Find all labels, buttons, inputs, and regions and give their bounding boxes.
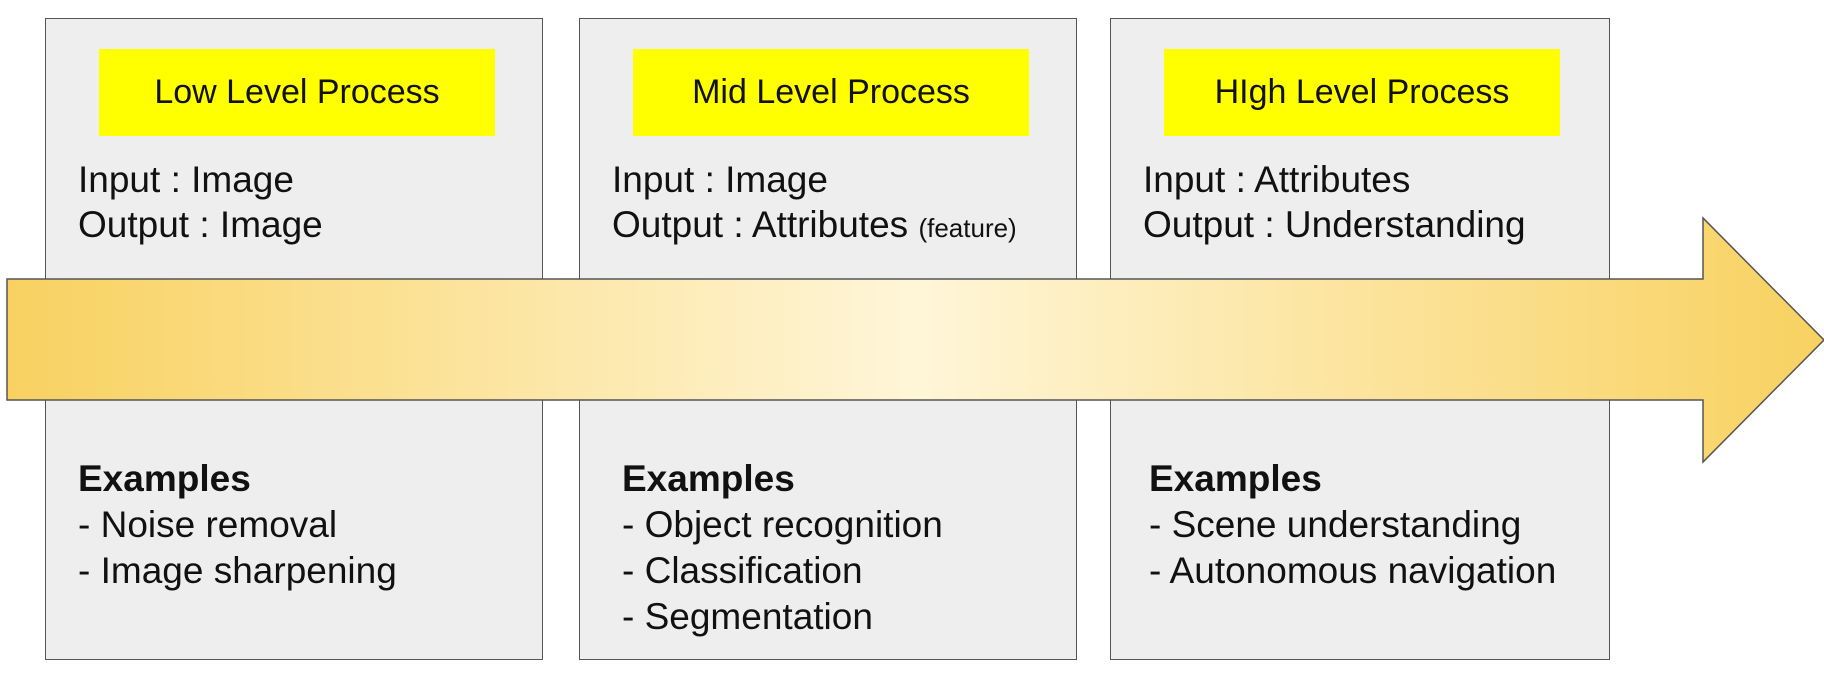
examples-block: Examples - Scene understanding - Autonom… (1149, 456, 1556, 594)
output-label: Output : Attributes (feature) (612, 202, 1017, 251)
input-label: Input : Image (612, 159, 828, 200)
example-item: - Object recognition (622, 504, 943, 545)
example-item: - Scene understanding (1149, 504, 1522, 545)
example-item: - Image sharpening (78, 550, 397, 591)
arrow-shape (6, 216, 1824, 464)
output-label: Output : Image (78, 202, 323, 247)
stage-title: Mid Level Process (633, 49, 1029, 136)
stage-title: HIgh Level Process (1164, 49, 1560, 136)
stage-io: Input : Attributes Output : Understandin… (1143, 157, 1526, 247)
examples-block: Examples - Noise removal - Image sharpen… (78, 456, 397, 594)
input-label: Input : Attributes (1143, 159, 1411, 200)
example-item: - Autonomous navigation (1149, 550, 1557, 591)
example-item: - Classification (622, 550, 863, 591)
stage-io: Input : Image Output : Attributes (featu… (612, 157, 1017, 251)
stage-title: Low Level Process (99, 49, 495, 136)
output-label: Output : Understanding (1143, 202, 1526, 247)
output-text: Output : Understanding (1143, 204, 1526, 245)
examples-block: Examples - Object recognition - Classifi… (622, 456, 943, 640)
example-item: - Noise removal (78, 504, 338, 545)
examples-heading: Examples (622, 458, 795, 499)
examples-heading: Examples (78, 458, 251, 499)
output-text: Output : Image (78, 204, 323, 245)
output-note: (feature) (918, 213, 1017, 243)
output-text: Output : Attributes (612, 204, 909, 245)
examples-heading: Examples (1149, 458, 1322, 499)
stage-io: Input : Image Output : Image (78, 157, 323, 247)
example-item: - Segmentation (622, 596, 873, 637)
input-label: Input : Image (78, 159, 294, 200)
